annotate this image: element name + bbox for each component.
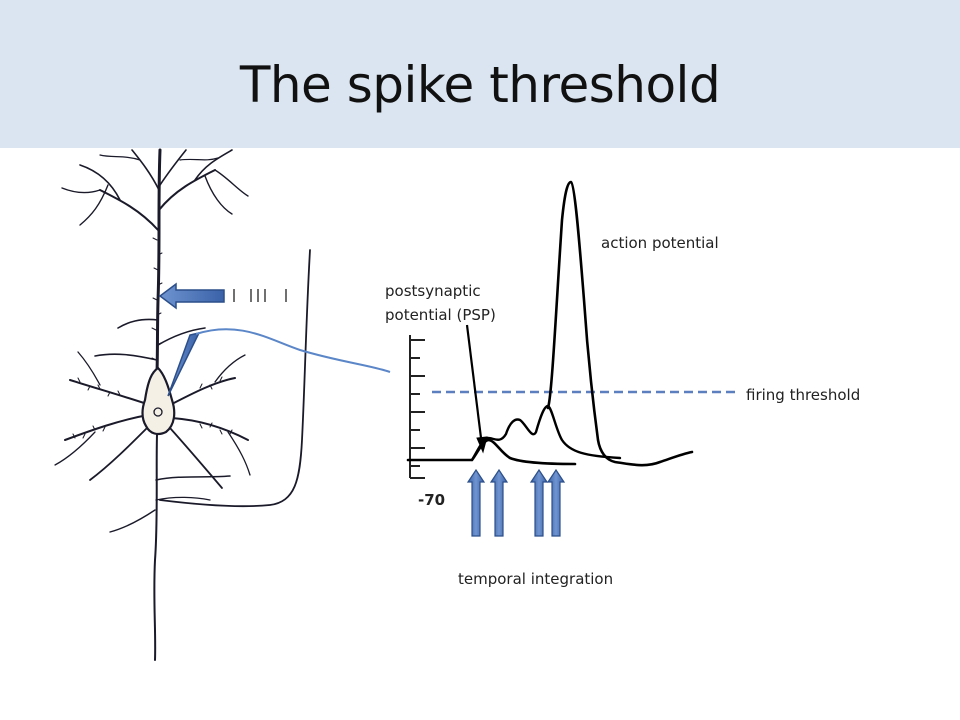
axon: [153, 434, 158, 661]
slide-title: The spike threshold: [239, 56, 721, 114]
resting-potential-label: -70: [418, 491, 445, 509]
action-potential-label: action potential: [601, 234, 719, 252]
temporal-integration-label: temporal integration: [458, 570, 613, 588]
voltage-scale: [409, 335, 425, 479]
soma: [141, 366, 176, 436]
electrode-pipette: [167, 331, 201, 397]
psp-label-line1: postsynaptic: [385, 282, 481, 300]
input-spike-arrow: [158, 282, 287, 310]
single-psp-trace: [406, 438, 577, 466]
membrane-traces: [406, 180, 694, 467]
spike-train: [233, 289, 287, 302]
integration-arrow-icon: [466, 468, 486, 537]
psp-pointer: [465, 324, 488, 454]
axon-collateral: [159, 249, 311, 508]
input-arrow-icon: [158, 282, 225, 310]
integration-arrow-icon: [529, 468, 549, 537]
psp-label-line2: potential (PSP): [385, 306, 496, 324]
title-band: [0, 0, 960, 148]
recording-electrode: [167, 328, 391, 397]
action-potential-trace: [546, 180, 694, 467]
electrode-wire: [195, 328, 391, 373]
integration-arrow-icon: [546, 468, 566, 537]
neuron-drawing: [54, 148, 311, 661]
summated-psp-trace: [470, 404, 622, 462]
psp-arrowhead-icon: [476, 436, 488, 454]
firing-threshold-label: firing threshold: [746, 386, 860, 404]
temporal-integration-arrows: [466, 468, 566, 537]
integration-arrow-icon: [489, 468, 509, 537]
